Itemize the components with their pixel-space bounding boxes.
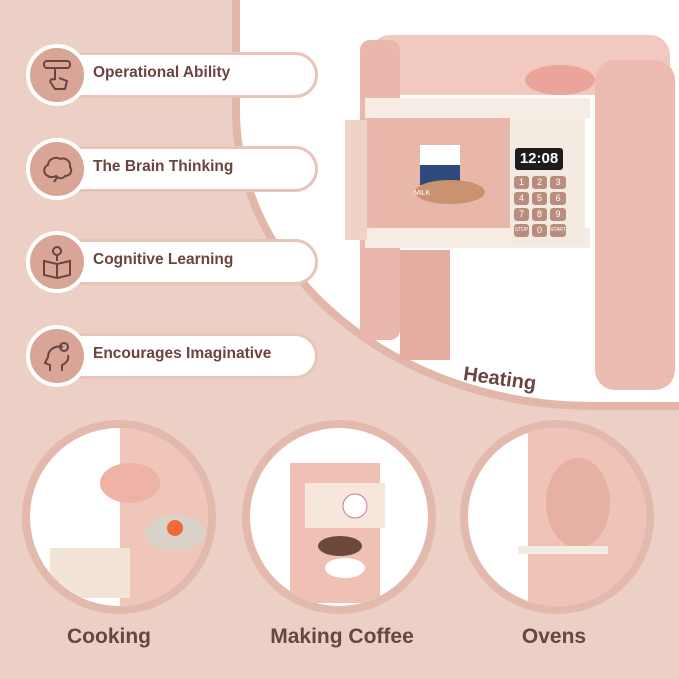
key: 6	[550, 192, 566, 205]
key: 8	[532, 208, 548, 221]
milk-label: MILK	[414, 190, 431, 197]
key: 2	[532, 176, 548, 189]
scene-caption: Ovens	[521, 625, 587, 648]
microwave-clock-display: 12:08	[515, 148, 563, 170]
key: START	[550, 224, 566, 237]
feature-label: The Brain Thinking	[93, 158, 234, 175]
key: 4	[514, 192, 530, 205]
feature-cognitive-learning: Cognitive Learning	[26, 231, 318, 293]
key: 1	[514, 176, 530, 189]
feature-label: Encourages Imaginative	[93, 345, 272, 362]
scene-ovens-photo	[460, 420, 654, 614]
feature-operational-ability: Operational Ability	[26, 44, 318, 106]
key: 7	[514, 208, 530, 221]
feature-encourages-imaginative: Encourages Imaginative	[26, 325, 318, 387]
scene-making-coffee-photo	[242, 420, 436, 614]
feature-label: Cognitive Learning	[93, 251, 234, 268]
key: 5	[532, 192, 548, 205]
scene-cooking-photo	[22, 420, 216, 614]
key: 9	[550, 208, 566, 221]
key: STOP	[514, 224, 530, 237]
feature-label: Operational Ability	[93, 64, 231, 81]
feature-brain-thinking: The Brain Thinking	[26, 138, 318, 200]
brain-icon	[26, 138, 88, 200]
hand-press-icon	[26, 44, 88, 106]
toy-kitchen-illustration	[345, 35, 675, 390]
scene-caption: Cooking	[67, 625, 151, 648]
key: 3	[550, 176, 566, 189]
reading-book-icon	[26, 231, 88, 293]
scene-caption: Making Coffee	[270, 625, 414, 648]
head-idea-icon	[26, 325, 88, 387]
key: 0	[532, 224, 548, 237]
